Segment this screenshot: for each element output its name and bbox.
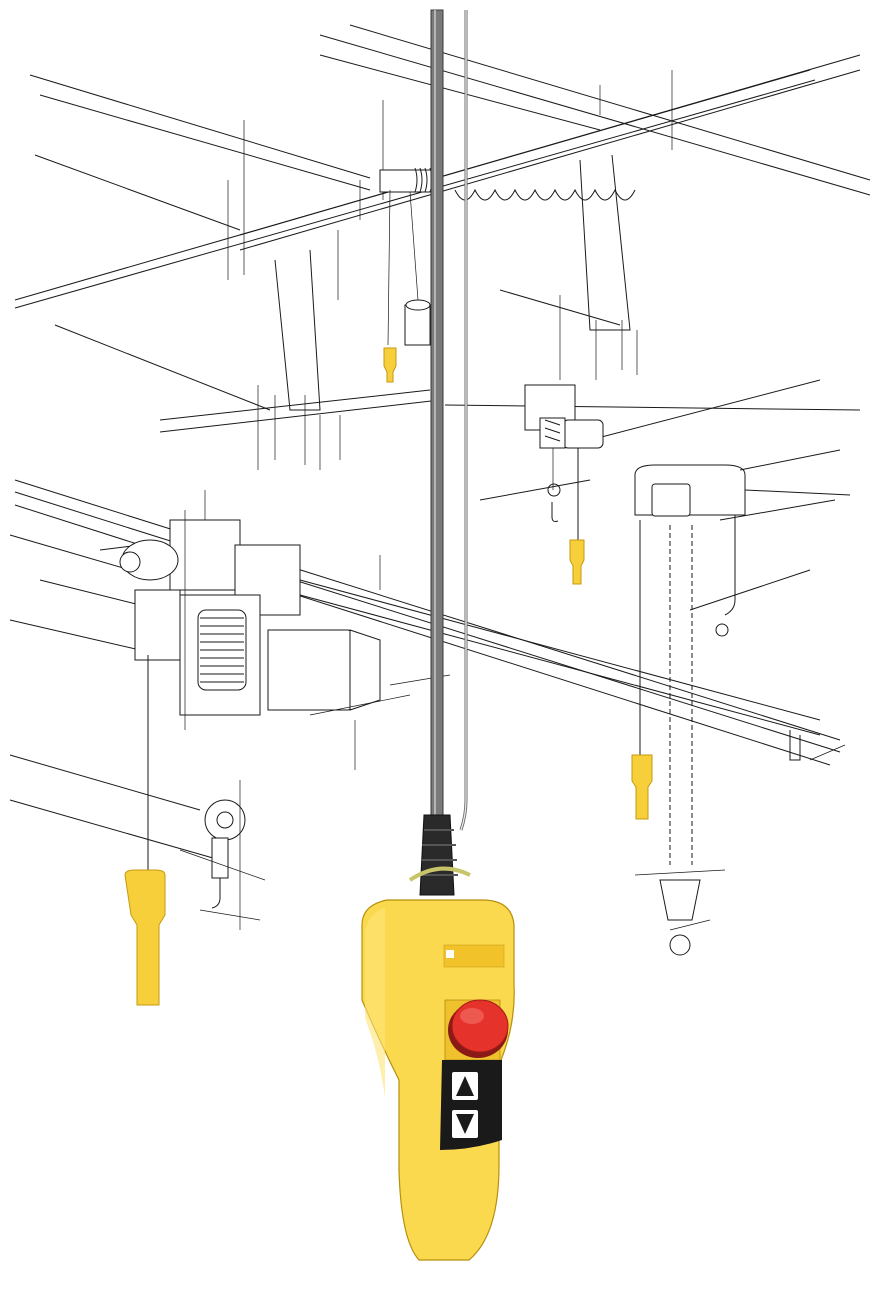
overhead-girder-structure — [14, 24, 871, 470]
pendant-cables — [408, 9, 471, 896]
brand-label — [443, 944, 505, 968]
chain-hoist-right — [631, 449, 851, 956]
up-arrow-icon — [456, 1076, 474, 1096]
small-pendant-left — [383, 347, 397, 383]
up-button[interactable] — [452, 1072, 478, 1100]
down-button[interactable] — [452, 1110, 478, 1138]
control-pendant — [361, 899, 515, 1261]
down-arrow-icon — [456, 1114, 474, 1134]
brand-logo-icon — [446, 950, 454, 958]
lower-rail-and-winch — [9, 479, 846, 1006]
emergency-stop-button[interactable] — [448, 999, 509, 1058]
trolley-hoist-mid — [444, 379, 861, 585]
